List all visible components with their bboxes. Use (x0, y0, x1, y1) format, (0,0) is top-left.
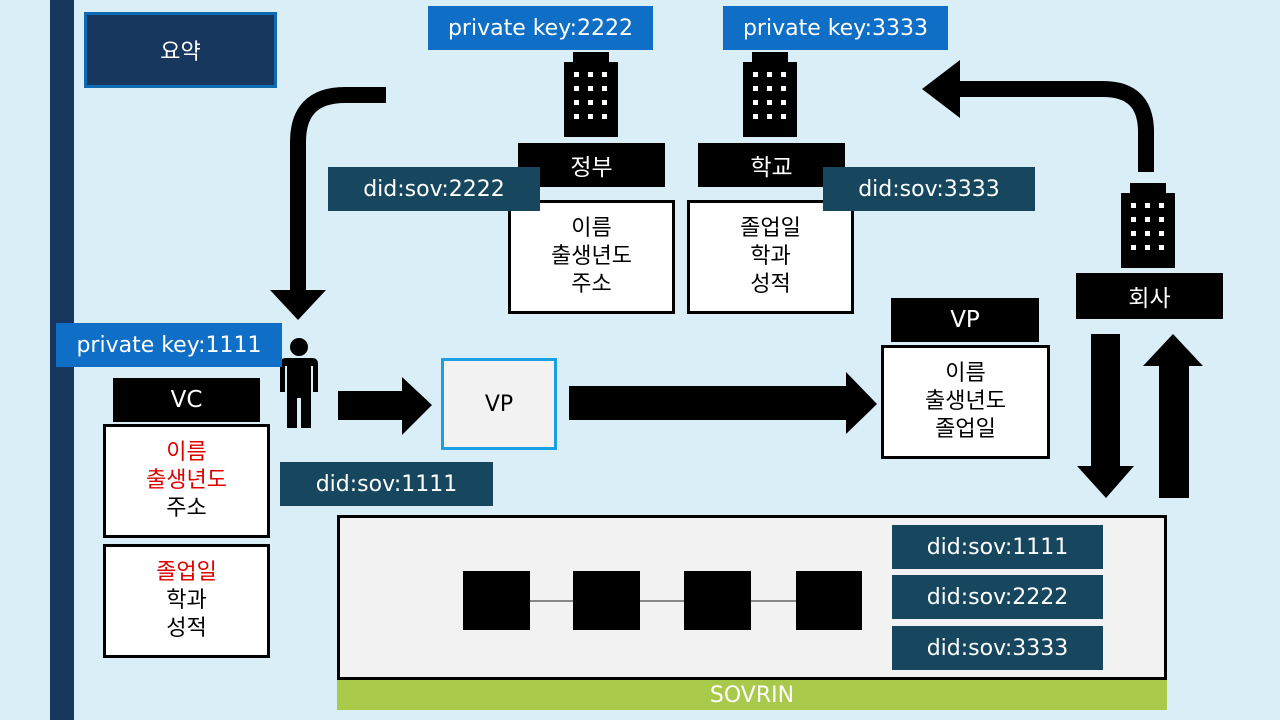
request-arrow-head (922, 60, 960, 118)
ledger-did: did:sov:2222 (892, 575, 1103, 619)
ledger-did: did:sov:3333 (892, 626, 1103, 670)
government-private-key: private key:2222 (428, 6, 653, 50)
vc-claim: 성적 (166, 616, 207, 641)
company-up-arrow (1143, 334, 1203, 498)
vp-box: VP (441, 358, 557, 450)
vp-result-card: 이름 출생년도 졸업일 (881, 345, 1050, 459)
vp-result-label: VP (891, 298, 1039, 342)
government-did: did:sov:2222 (328, 167, 540, 211)
school-claims-card: 졸업일 학과 성적 (687, 200, 854, 314)
vc-claim-highlighted: 졸업일 (156, 560, 217, 585)
vc-claim-highlighted: 이름 (166, 440, 207, 465)
vc-label: VC (113, 378, 260, 422)
building-icon (743, 52, 797, 137)
block-node (573, 571, 640, 630)
holder-to-vp-arrow (338, 377, 432, 435)
request-arrow-curve (958, 81, 1154, 172)
page-title: 요약 (84, 12, 277, 88)
ledger-did: did:sov:1111 (892, 525, 1103, 569)
person-icon (280, 338, 318, 428)
vp-item: 이름 (945, 361, 986, 386)
company-down-arrow (1077, 334, 1134, 498)
school-private-key: private key:3333 (723, 6, 948, 50)
block-node (684, 571, 751, 630)
vp-to-verifier-arrow (569, 372, 877, 434)
school-did: did:sov:3333 (823, 167, 1035, 211)
claim-item: 학과 (750, 244, 791, 269)
claim-item: 주소 (571, 272, 612, 297)
holder-private-key: private key:1111 (56, 323, 282, 367)
holder-did: did:sov:1111 (280, 462, 493, 506)
block-node (796, 571, 862, 630)
vc-card-school: 졸업일 학과 성적 (103, 544, 270, 658)
company-label: 회사 (1076, 273, 1223, 319)
block-node (463, 571, 530, 630)
vc-claim: 학과 (166, 588, 207, 613)
vp-item: 졸업일 (935, 417, 996, 442)
vc-claim: 주소 (166, 496, 207, 521)
issue-arrow-curve (290, 87, 386, 292)
issue-arrow-head (270, 290, 326, 320)
vc-claim-highlighted: 출생년도 (146, 468, 227, 493)
school-label: 학교 (698, 143, 845, 187)
building-icon (564, 52, 618, 137)
government-label: 정부 (518, 143, 665, 187)
building-icon (1121, 183, 1175, 268)
claim-item: 출생년도 (551, 244, 632, 269)
claim-item: 성적 (750, 272, 791, 297)
sovrin-bar: SOVRIN (337, 680, 1167, 710)
government-claims-card: 이름 출생년도 주소 (508, 200, 675, 314)
vp-item: 출생년도 (925, 389, 1006, 414)
claim-item: 이름 (571, 216, 612, 241)
vc-card-government: 이름 출생년도 주소 (103, 424, 270, 538)
claim-item: 졸업일 (740, 216, 801, 241)
